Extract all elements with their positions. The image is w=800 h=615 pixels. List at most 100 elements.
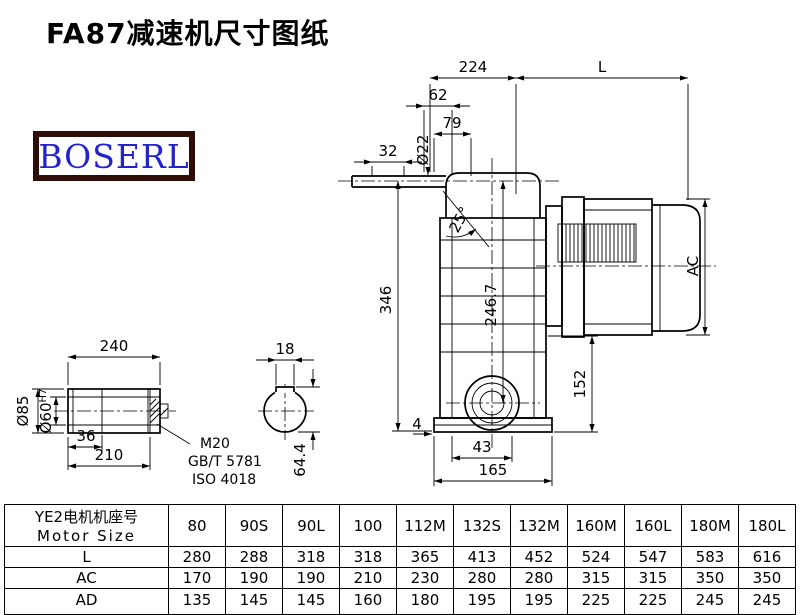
gearbox-dimension-drawing: 224 L 62 79 32 Ø22 25° 346 [14,58,716,488]
table-cell: 616 [738,546,796,568]
note-m20: M20 [200,436,230,452]
dim-18: 18 [256,340,314,385]
table-col-header-160L: 160L [624,504,682,547]
motor-size-label-cn: YE2电机机座号 [34,508,139,526]
table-cell: 190 [225,567,283,589]
dim-240-label: 240 [100,337,129,355]
boserl-logo-text: BOSERL [38,136,190,176]
dim-240: 240 [67,337,161,385]
dim-angle25-label: 25° [445,204,473,236]
table-cell: 280 [510,567,568,589]
table-cell: 210 [339,567,397,589]
table-row-label-L: L [4,546,169,568]
dim-AC-label: AC [684,256,702,276]
dim-346: 346 [377,181,432,432]
table-cell: 547 [624,546,682,568]
table-cell: 288 [225,546,283,568]
gearbox-housing [433,172,553,433]
table-cell: 350 [681,567,739,589]
dim-79-label: 79 [442,114,461,132]
dim-43: 43 [451,436,513,462]
table-cell: 225 [567,588,625,615]
dim-dia85: Ø85 [14,388,64,434]
table-cell: 195 [453,588,511,615]
dim-dia60: Ø60H7 [37,389,66,433]
dim-64-4: 64.4 [291,369,320,477]
bolt-note: M20 GB/T 5781 ISO 4018 [188,436,262,488]
motor [545,196,701,338]
dim-224-label: 224 [459,58,488,76]
table-col-header-112M: 112M [396,504,454,547]
table-cell: 145 [225,588,283,615]
dim-152-label: 152 [571,370,589,399]
table-cell: 245 [681,588,739,615]
dim-dia85-label: Ø85 [14,396,32,427]
shaft-end-view [263,386,307,433]
dim-4-label: 4 [412,415,422,433]
table-col-header-180L: 180L [738,504,796,547]
motor-size-label-en: Motor Size [37,527,136,545]
dim-152: 152 [548,335,598,433]
dim-346-label: 346 [377,286,395,315]
dim-165-label: 165 [479,461,508,479]
boserl-logo: BOSERL [33,131,195,181]
dim-62: 62 [406,86,470,174]
table-cell: 195 [510,588,568,615]
dim-224: 224 [429,58,517,194]
table-cell: 315 [624,567,682,589]
table-cell: 180 [396,588,454,615]
dim-79: 79 [433,114,472,176]
table-cell: 225 [624,588,682,615]
note-iso-4018: ISO 4018 [192,472,256,488]
table-cell: 135 [168,588,226,615]
dim-dia22-label: Ø22 [414,135,432,166]
dim-32: 32 [354,142,422,176]
table-col-header-100: 100 [339,504,397,547]
dim-18-label: 18 [275,340,294,358]
table-col-header-132M: 132M [510,504,568,547]
input-shaft [351,175,446,188]
dim-62-label: 62 [428,86,447,104]
table-col-header-132S: 132S [453,504,511,547]
table-cell: 583 [681,546,739,568]
motor-fin-block [557,223,637,263]
dim-dia60-main: Ø60 [37,402,55,433]
table-cell: 315 [567,567,625,589]
table-row-label-AC: AC [4,567,169,589]
output-shaft-detail [67,388,191,445]
table-cell: 318 [339,546,397,568]
dim-210-label: 210 [95,446,124,464]
page-title: FA87减速机尺寸图纸 [46,17,330,50]
table-col-header-90S: 90S [225,504,283,547]
table-cell: 318 [282,546,340,568]
table-col-header-90L: 90L [282,504,340,547]
dim-36-label: 36 [76,427,95,445]
table-cell: 413 [453,546,511,568]
table-row-label-AD: AD [4,588,169,615]
table-cell: 170 [168,567,226,589]
dim-L: L [516,58,689,200]
table-cell: 350 [738,567,796,589]
table-cell: 145 [282,588,340,615]
dim-165: 165 [433,436,553,486]
table-cell: 245 [738,588,796,615]
dim-64-4-label: 64.4 [291,443,309,476]
table-cell: 190 [282,567,340,589]
dim-32-label: 32 [378,142,397,160]
dim-246-7-label: 246.7 [482,284,500,327]
table-cell: 365 [396,546,454,568]
table-cell: 160 [339,588,397,615]
dim-4: 4 [412,415,432,437]
table-col-header-180M: 180M [681,504,739,547]
table-cell: 452 [510,546,568,568]
table-col-header-160M: 160M [567,504,625,547]
dim-angle25: 25° [445,204,477,238]
table-cell: 524 [567,546,625,568]
